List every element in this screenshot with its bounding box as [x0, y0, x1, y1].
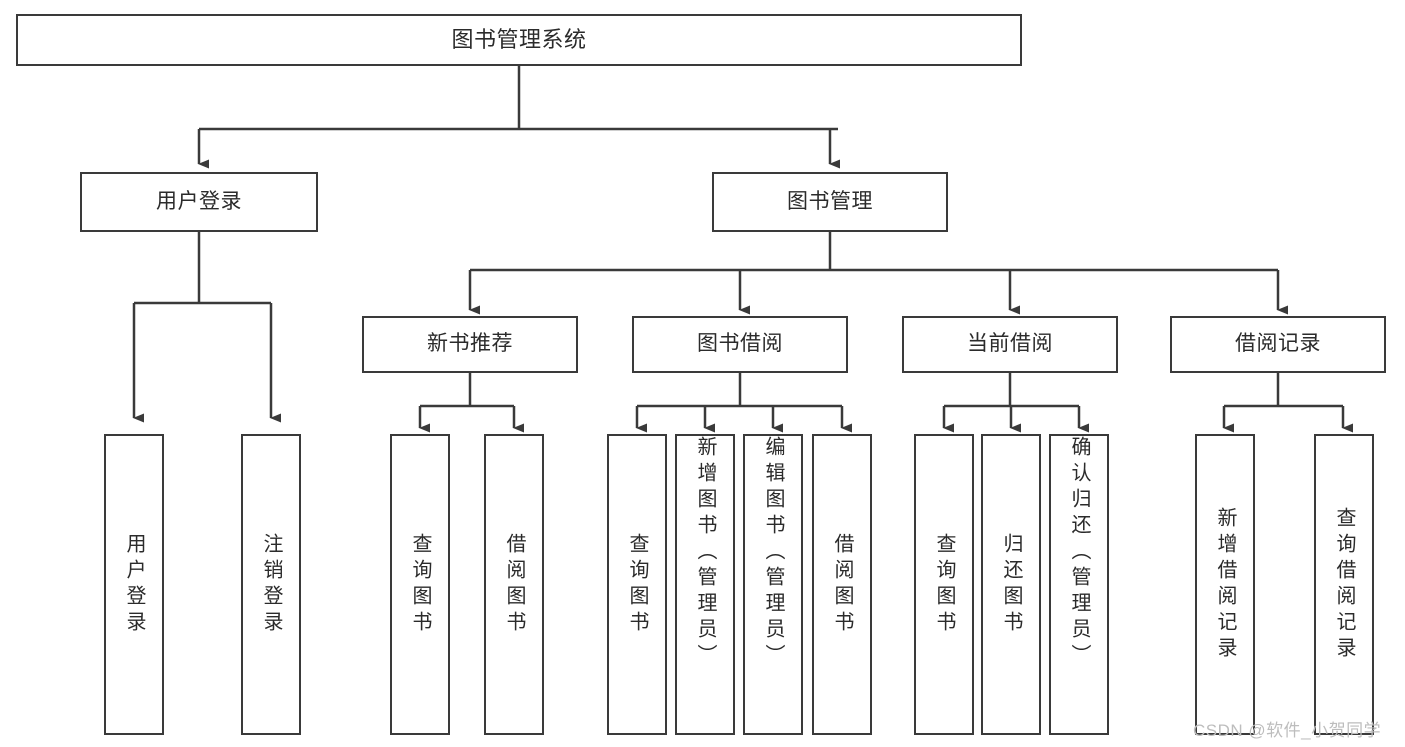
node-current-borrow[interactable]: 当前借阅	[902, 316, 1118, 373]
node-label: 查询借阅记录	[1333, 506, 1355, 663]
leaf-current-borrow-query-book[interactable]: 查询图书	[914, 434, 974, 735]
leaf-user-login-logout[interactable]: 注销登录	[241, 434, 301, 735]
node-book-borrow[interactable]: 图书借阅	[632, 316, 848, 373]
leaf-book-borrow-add-book[interactable]: 新增图书（管理员）	[675, 434, 735, 735]
node-label: 图书管理系统	[451, 27, 587, 53]
node-label: 图书管理	[787, 189, 873, 213]
leaf-user-login-login[interactable]: 用户登录	[104, 434, 164, 735]
node-new-book-recommend[interactable]: 新书推荐	[362, 316, 578, 373]
node-user-login[interactable]: 用户登录	[80, 172, 318, 232]
node-label: 查询图书	[626, 532, 648, 637]
node-borrow-record[interactable]: 借阅记录	[1170, 316, 1386, 373]
leaf-borrow-record-add-record[interactable]: 新增借阅记录	[1195, 434, 1255, 735]
node-label: 归还图书	[1000, 532, 1022, 637]
node-label: 新书推荐	[427, 332, 513, 356]
node-label: 用户登录	[156, 189, 242, 213]
node-label: 借阅图书	[831, 532, 853, 637]
node-label: 新增图书（管理员）	[694, 436, 716, 670]
leaf-book-borrow-query-book[interactable]: 查询图书	[607, 434, 667, 735]
node-label: 查询图书	[409, 532, 431, 637]
node-label: 借阅记录	[1235, 332, 1321, 356]
leaf-new-book-borrow-book[interactable]: 借阅图书	[484, 434, 544, 735]
node-label: 图书借阅	[697, 332, 783, 356]
node-label: 编辑图书（管理员）	[762, 436, 784, 670]
node-label: 注销登录	[260, 532, 282, 637]
node-label: 借阅图书	[503, 532, 525, 637]
csdn-watermark: CSDN @软件_小贺同学	[1193, 721, 1382, 740]
leaf-current-borrow-confirm-return[interactable]: 确认归还（管理员）	[1049, 434, 1109, 735]
node-label: 查询图书	[933, 532, 955, 637]
node-label: 当前借阅	[967, 332, 1053, 356]
node-book-management[interactable]: 图书管理	[712, 172, 948, 232]
leaf-current-borrow-return-book[interactable]: 归还图书	[981, 434, 1041, 735]
leaf-book-borrow-borrow-book[interactable]: 借阅图书	[812, 434, 872, 735]
node-label: 用户登录	[123, 532, 145, 637]
node-root-book-management-system[interactable]: 图书管理系统	[16, 14, 1022, 66]
leaf-book-borrow-edit-book[interactable]: 编辑图书（管理员）	[743, 434, 803, 735]
leaf-borrow-record-query-record[interactable]: 查询借阅记录	[1314, 434, 1374, 735]
node-label: 新增借阅记录	[1214, 506, 1236, 663]
node-label: 确认归还（管理员）	[1068, 436, 1090, 670]
leaf-new-book-query-book[interactable]: 查询图书	[390, 434, 450, 735]
